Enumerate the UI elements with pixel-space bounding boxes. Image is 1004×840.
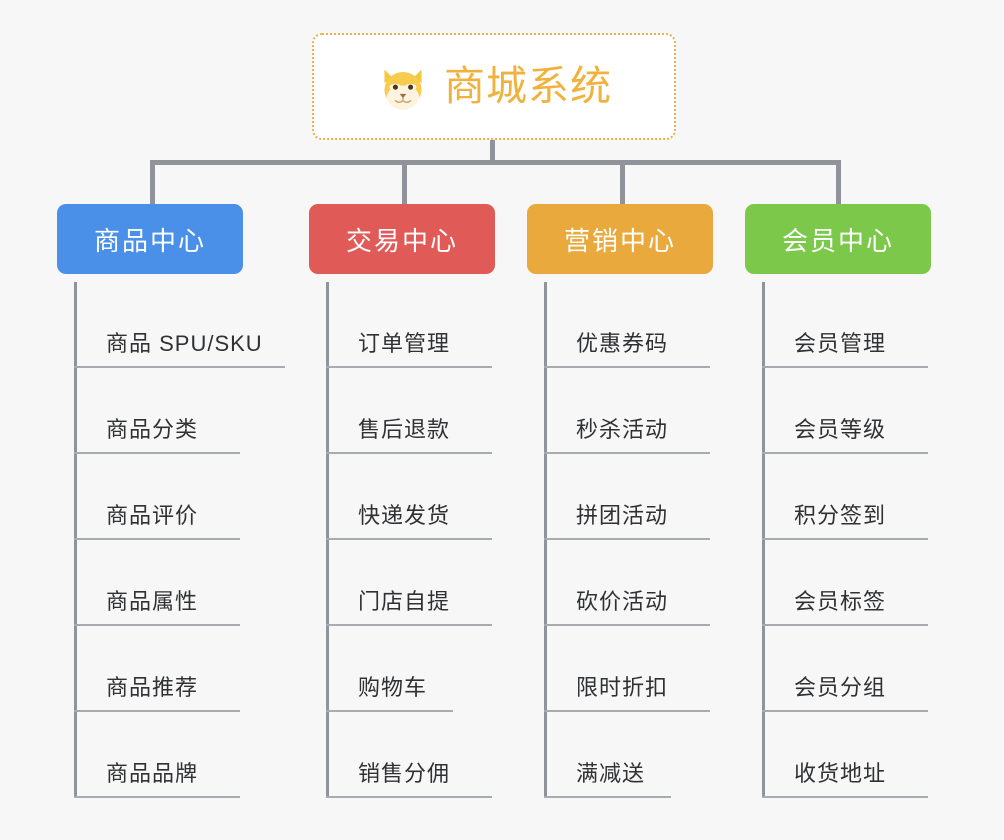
leaf-underline	[326, 366, 492, 368]
leaf-underline	[544, 710, 710, 712]
leaf-underline	[544, 366, 710, 368]
leaf-label: 商品推荐	[106, 674, 199, 700]
leaf-column-product-center: 商品 SPU/SKU 商品分类 商品评价 商品属性 商品推荐 商品品牌	[74, 282, 285, 798]
leaf-item[interactable]: 优惠券码	[544, 282, 710, 368]
leaf-label: 商品品牌	[106, 760, 199, 786]
leaf-label: 会员标签	[794, 588, 887, 614]
leaf-underline	[762, 366, 928, 368]
leaf-item[interactable]: 积分签到	[762, 454, 928, 540]
connector-drop-4	[836, 160, 841, 204]
leaf-underline	[326, 538, 492, 540]
leaf-item[interactable]: 商品 SPU/SKU	[74, 282, 285, 368]
leaf-label: 拼团活动	[576, 502, 669, 528]
leaf-label: 满减送	[576, 760, 646, 786]
leaf-underline	[762, 538, 928, 540]
leaf-item[interactable]: 售后退款	[326, 368, 492, 454]
category-box-member-center[interactable]: 会员中心	[745, 204, 931, 274]
connector-root-stem	[490, 140, 495, 164]
leaf-column-trade-center: 订单管理 售后退款 快递发货 门店自提 购物车 销售分佣	[326, 282, 492, 798]
leaf-underline	[326, 796, 492, 798]
leaf-underline	[544, 452, 710, 454]
connector-horizontal-bar	[150, 160, 841, 165]
leaf-label: 商品分类	[106, 416, 199, 442]
leaf-label: 限时折扣	[576, 674, 669, 700]
leaf-underline	[74, 710, 240, 712]
leaf-underline	[326, 624, 492, 626]
leaf-underline	[74, 452, 240, 454]
leaf-item[interactable]: 拼团活动	[544, 454, 710, 540]
leaf-item[interactable]: 订单管理	[326, 282, 492, 368]
leaf-item[interactable]: 砍价活动	[544, 540, 710, 626]
category-box-product-center[interactable]: 商品中心	[57, 204, 243, 274]
connector-drop-2	[402, 160, 407, 204]
leaf-underline	[544, 624, 710, 626]
leaf-underline	[762, 452, 928, 454]
leaf-label: 会员分组	[794, 674, 887, 700]
leaf-item[interactable]: 商品属性	[74, 540, 263, 626]
leaf-item[interactable]: 门店自提	[326, 540, 492, 626]
leaf-label: 收货地址	[794, 760, 887, 786]
category-box-marketing-center[interactable]: 营销中心	[527, 204, 713, 274]
leaf-item[interactable]: 收货地址	[762, 712, 928, 798]
leaf-underline	[544, 796, 671, 798]
leaf-item[interactable]: 秒杀活动	[544, 368, 710, 454]
leaf-item[interactable]: 会员管理	[762, 282, 928, 368]
leaf-label: 砍价活动	[576, 588, 669, 614]
leaf-label: 秒杀活动	[576, 416, 669, 442]
leaf-underline	[762, 624, 928, 626]
leaf-item[interactable]: 会员标签	[762, 540, 928, 626]
category-label: 营销中心	[563, 225, 676, 256]
leaf-item[interactable]: 快递发货	[326, 454, 492, 540]
leaf-label: 销售分佣	[358, 760, 451, 786]
leaf-item[interactable]: 购物车	[326, 626, 453, 712]
leaf-label: 门店自提	[358, 588, 451, 614]
category-label: 会员中心	[781, 225, 894, 256]
leaf-column-member-center: 会员管理 会员等级 积分签到 会员标签 会员分组 收货地址	[762, 282, 928, 798]
leaf-item[interactable]: 销售分佣	[326, 712, 492, 798]
leaf-trunk-line	[544, 282, 547, 798]
leaf-underline	[74, 366, 285, 368]
leaf-item[interactable]: 会员分组	[762, 626, 928, 712]
leaf-item[interactable]: 商品推荐	[74, 626, 263, 712]
leaf-underline	[762, 710, 928, 712]
leaf-underline	[74, 796, 240, 798]
leaf-underline	[762, 796, 928, 798]
root-node-mall-system[interactable]: 商城系统	[312, 33, 676, 140]
leaf-item[interactable]: 限时折扣	[544, 626, 710, 712]
category-label: 商品中心	[93, 225, 206, 256]
leaf-underline	[326, 710, 453, 712]
leaf-item[interactable]: 商品分类	[74, 368, 263, 454]
leaf-label: 会员等级	[794, 416, 887, 442]
leaf-underline	[326, 452, 492, 454]
leaf-item[interactable]: 满减送	[544, 712, 671, 798]
leaf-label: 快递发货	[358, 502, 451, 528]
leaf-label: 商品属性	[106, 588, 199, 614]
leaf-column-marketing-center: 优惠券码 秒杀活动 拼团活动 砍价活动 限时折扣 满减送	[544, 282, 710, 798]
leaf-underline	[544, 538, 710, 540]
leaf-item[interactable]: 会员等级	[762, 368, 928, 454]
leaf-label: 优惠券码	[576, 330, 669, 356]
connector-drop-1	[150, 160, 155, 204]
leaf-item[interactable]: 商品品牌	[74, 712, 263, 798]
root-title: 商城系统	[444, 63, 612, 109]
leaf-item[interactable]: 商品评价	[74, 454, 263, 540]
leaf-label: 会员管理	[794, 330, 887, 356]
leaf-label: 购物车	[358, 674, 428, 700]
leaf-underline	[74, 624, 240, 626]
leaf-label: 商品 SPU/SKU	[106, 330, 263, 356]
leaf-label: 售后退款	[358, 416, 451, 442]
leaf-trunk-line	[762, 282, 765, 798]
leaf-label: 订单管理	[358, 330, 451, 356]
leaf-label: 商品评价	[106, 502, 199, 528]
category-label: 交易中心	[345, 225, 458, 256]
leaf-trunk-line	[326, 282, 329, 798]
leaf-underline	[74, 538, 240, 540]
category-box-trade-center[interactable]: 交易中心	[309, 204, 495, 274]
leaf-label: 积分签到	[794, 502, 887, 528]
shiba-dog-face-icon	[384, 68, 422, 110]
leaf-trunk-line	[74, 282, 77, 798]
connector-drop-3	[620, 160, 625, 204]
